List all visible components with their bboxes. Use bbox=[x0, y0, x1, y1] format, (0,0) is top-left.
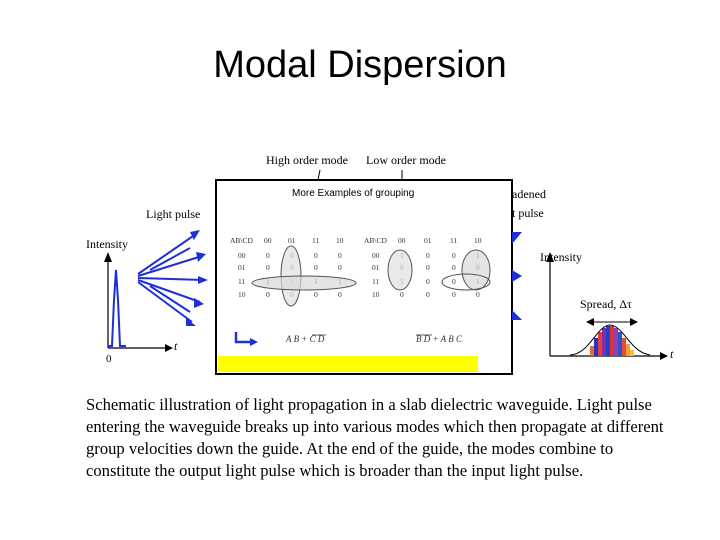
kmap-right-row-0: 00 bbox=[372, 251, 380, 260]
kmap-left-row-3: 10 bbox=[238, 290, 246, 299]
kmap-right: AB\CD 00 01 11 10 00 01 11 10 1001000010… bbox=[364, 236, 491, 344]
caption-line: group velocities down the guide. At the … bbox=[86, 439, 614, 458]
kmap-right-cell: 0 bbox=[452, 277, 456, 286]
kmap-left-cell: 0 bbox=[314, 263, 318, 272]
kmap-right-col-0: 00 bbox=[398, 236, 406, 245]
high-order-mode-label: High order mode bbox=[266, 153, 348, 167]
kmap-right-cell: 0 bbox=[426, 263, 430, 272]
kmap-left-cell: 0 bbox=[266, 263, 270, 272]
input-ray-fan bbox=[137, 233, 205, 323]
left-intensity-label: Intensity bbox=[86, 237, 128, 251]
kmap-right-cell: 0 bbox=[452, 290, 456, 299]
kmap-left-cell: 0 bbox=[314, 251, 318, 260]
kmap-right-corner: AB\CD bbox=[364, 236, 388, 245]
kmap-left-cell: 0 bbox=[314, 290, 318, 299]
kmap-right-row-3: 10 bbox=[372, 290, 380, 299]
broadened-label-1: adened bbox=[512, 187, 546, 201]
kmap-right-col-3: 10 bbox=[474, 236, 482, 245]
light-pulse-label: Light pulse bbox=[146, 207, 200, 221]
kmap-right-cell: 0 bbox=[452, 251, 456, 260]
kmap-left-cell: 0 bbox=[338, 290, 342, 299]
kmap-right-row-2: 11 bbox=[372, 277, 379, 286]
kmap-left-cell: 0 bbox=[338, 263, 342, 272]
modal-dispersion-figure: Intensity t 0 Light pulse High order mod… bbox=[86, 153, 674, 375]
spread-label: Spread, Δτ bbox=[580, 297, 632, 311]
kmap-right-cell: 0 bbox=[426, 251, 430, 260]
right-time-label: t bbox=[670, 347, 674, 361]
kmap-left-cell: 0 bbox=[266, 290, 270, 299]
left-origin-label: 0 bbox=[106, 353, 112, 365]
kmap-left-row-2: 11 bbox=[238, 277, 245, 286]
output-pulse-plot: Intensity t Spread, Δτ bbox=[540, 250, 674, 361]
right-intensity-label: Intensity bbox=[540, 250, 582, 264]
kmap-left-expression: A B + C D bbox=[285, 334, 325, 344]
broadened-pulse-bars bbox=[590, 326, 634, 356]
kmap-right-col-2: 11 bbox=[450, 236, 457, 245]
input-pulse-curve bbox=[108, 269, 126, 347]
left-time-label: t bbox=[174, 339, 178, 353]
kmap-left-col-3: 10 bbox=[336, 236, 344, 245]
low-order-mode-label: Low order mode bbox=[366, 153, 446, 167]
kmap-right-cell: 0 bbox=[426, 277, 430, 286]
figure-caption: Schematic illustration of light propagat… bbox=[86, 394, 686, 482]
kmap-left-cell: 0 bbox=[266, 251, 270, 260]
input-pulse-plot: Intensity t 0 bbox=[86, 237, 178, 365]
kmap-right-expression: B D + A B C bbox=[416, 334, 463, 344]
kmap-right-row-1: 01 bbox=[372, 263, 380, 272]
bent-arrow-icon bbox=[234, 332, 252, 344]
output-ray-heads bbox=[512, 232, 522, 320]
caption-line: Schematic illustration of light propagat… bbox=[86, 395, 652, 414]
kmap-left-col-0: 00 bbox=[264, 236, 272, 245]
kmap-right-cell: 0 bbox=[400, 290, 404, 299]
kmap-left-row-1: 01 bbox=[238, 263, 246, 272]
caption-line: entering the waveguide breaks up into va… bbox=[86, 417, 664, 436]
output-banner bbox=[218, 356, 478, 372]
kmap-right-cell: 0 bbox=[452, 263, 456, 272]
kmap-left-col-1: 01 bbox=[288, 236, 296, 245]
kmap-left-col-2: 11 bbox=[312, 236, 319, 245]
overlay-title: More Examples of grouping bbox=[292, 188, 414, 199]
kmap-left-corner: AB\CD bbox=[230, 236, 254, 245]
kmap-left: AB\CD 00 01 11 10 00 01 11 10 0000000011… bbox=[230, 236, 357, 344]
slide-title: Modal Dispersion bbox=[213, 44, 507, 86]
kmap-right-col-1: 01 bbox=[424, 236, 432, 245]
kmap-right-cell: 0 bbox=[476, 290, 480, 299]
broadened-label-2: t pulse bbox=[512, 206, 544, 220]
kmap-left-row-0: 00 bbox=[238, 251, 246, 260]
caption-line: constitute the output light pulse which … bbox=[86, 461, 584, 480]
kmap-left-cell: 0 bbox=[338, 251, 342, 260]
kmap-right-cell: 0 bbox=[426, 290, 430, 299]
